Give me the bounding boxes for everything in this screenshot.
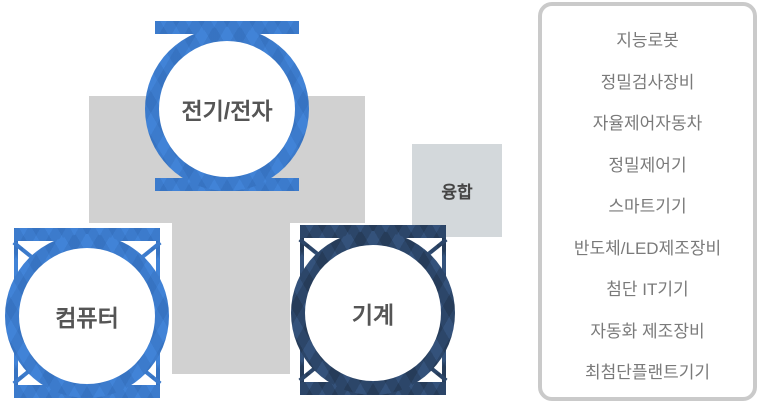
list-item: 반도체/LED제조장비 bbox=[573, 238, 722, 258]
node-label: 전기/전자 bbox=[181, 98, 273, 124]
stamp-ring-inner: 기계 bbox=[305, 245, 441, 381]
list-item: 정밀제어기 bbox=[608, 155, 687, 175]
list-item: 스마트기기 bbox=[608, 197, 687, 216]
connector-vertical bbox=[172, 223, 290, 374]
list-item: 자율제어자동차 bbox=[592, 114, 703, 133]
node-label: 기계 bbox=[351, 302, 395, 328]
list-item: 자동화 제조장비 bbox=[590, 321, 705, 341]
list-item: 지능로봇 bbox=[616, 31, 679, 50]
list-item: 최첨단플랜트기기 bbox=[584, 363, 711, 382]
node-electric-electronics: 전기/전자 bbox=[143, 21, 311, 191]
stamp-ring-inner: 컴퓨터 bbox=[19, 248, 155, 384]
list-item: 정밀검사장비 bbox=[600, 72, 695, 92]
stamp-ring: 컴퓨터 bbox=[5, 234, 169, 398]
node-computer: 컴퓨터 bbox=[2, 228, 172, 398]
node-machine: 기계 bbox=[288, 225, 458, 395]
stamp-ring: 기계 bbox=[291, 231, 455, 395]
fusion-label: 융합 bbox=[441, 183, 473, 202]
stamp-ring-inner: 전기/전자 bbox=[159, 41, 295, 177]
industry-list-panel: 지능로봇 정밀검사장비 자율제어자동차 정밀제어기 스마트기기 반도체/LED제… bbox=[538, 2, 757, 401]
node-label: 컴퓨터 bbox=[55, 305, 119, 331]
list-item: 첨단 IT기기 bbox=[606, 280, 689, 299]
fusion-box: 융합 bbox=[412, 144, 502, 237]
stamp-ring: 전기/전자 bbox=[145, 27, 309, 191]
